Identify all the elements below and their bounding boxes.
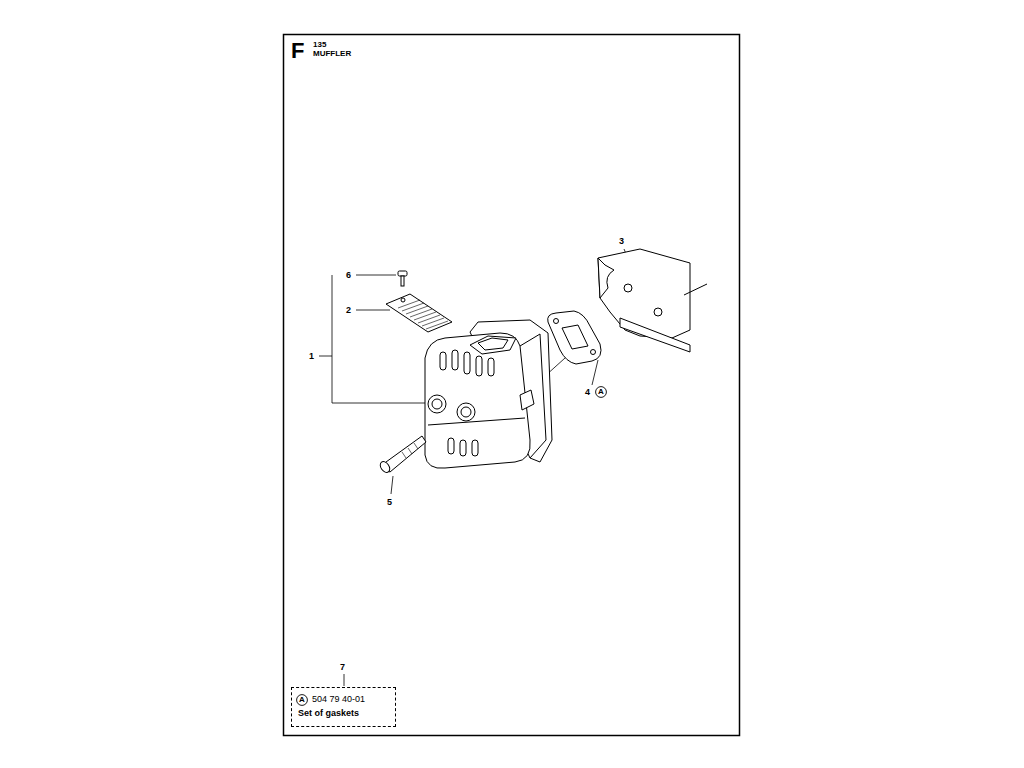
heat-shield (598, 249, 707, 352)
leader-lines (319, 249, 632, 686)
deflector-plate (386, 294, 452, 332)
section-letter: F (291, 40, 304, 62)
callout-number: 4 (585, 388, 590, 397)
section-title: MUFFLER (313, 50, 351, 58)
part-number: 504 79 40-01 (312, 695, 365, 704)
page-number: 135 (313, 41, 326, 49)
callout-number: 5 (387, 498, 392, 507)
callout-number: 3 (619, 237, 624, 246)
kit-box: 504 79 40-01Set of gaskets A (291, 687, 396, 727)
gasket (548, 311, 601, 364)
muffler-body (425, 320, 552, 468)
callout-number: 2 (346, 306, 351, 315)
bolt (378, 436, 426, 474)
reference-letter: A (595, 388, 607, 396)
screw (398, 271, 407, 286)
callout-number: 7 (340, 663, 345, 672)
page-frame (284, 35, 740, 736)
reference-circle: A (595, 386, 607, 398)
reference-circle: A (296, 694, 308, 706)
part-description: Set of gaskets (298, 709, 359, 718)
callout-number: 6 (346, 271, 351, 280)
callout-number: 1 (309, 352, 314, 361)
reference-letter: A (296, 696, 308, 704)
